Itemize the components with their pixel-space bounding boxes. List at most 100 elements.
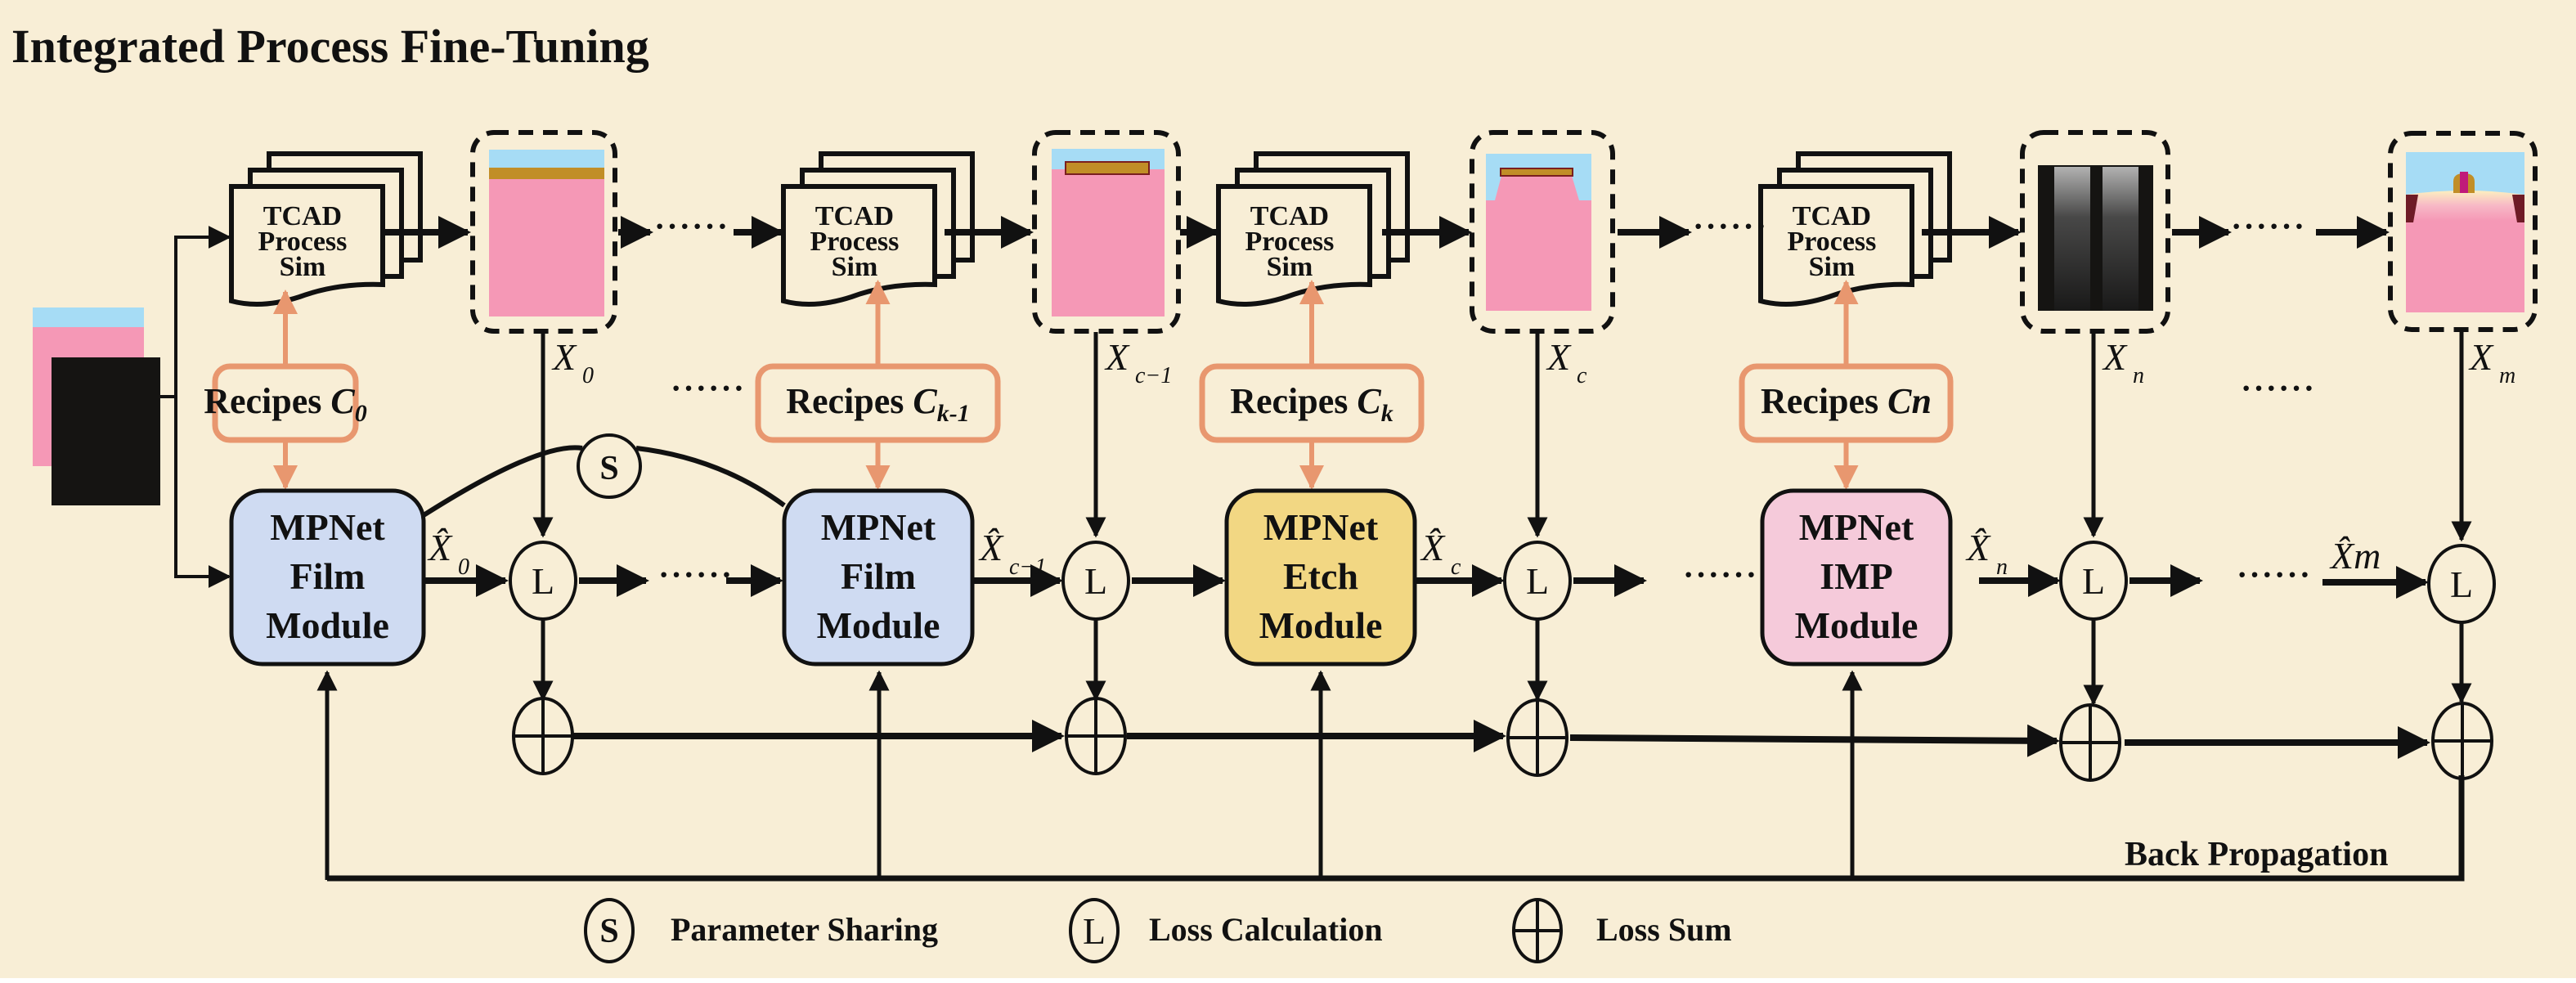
pred-label-1: X̂c−1 [978, 527, 1046, 580]
legend-item-parameter-sharing: S Parameter Sharing [584, 898, 938, 963]
ellipsis-mid-2: ······ [2241, 370, 2316, 406]
loss-sum-node-3 [2059, 703, 2121, 782]
svg-text:m: m [2499, 363, 2515, 388]
sim-label: TCAD [1793, 201, 1871, 231]
svg-text:c−1: c−1 [1135, 363, 1172, 388]
svg-text:X: X [2102, 336, 2128, 378]
module-label: IMP [1820, 555, 1892, 597]
svg-text:X: X [2468, 336, 2494, 378]
svg-text:X: X [551, 336, 577, 378]
recipe-label: Recipes Ck [1230, 381, 1393, 427]
pred-label-xm: X̂m [2329, 535, 2381, 577]
parameter-sharing-node: S [577, 433, 642, 499]
frame-xc [1470, 130, 1615, 334]
frame-x0 [470, 130, 617, 334]
loss-sum-node-0 [512, 697, 574, 775]
module-label: Module [1795, 604, 1919, 646]
page-title: Integrated Process Fine-Tuning [11, 20, 649, 73]
sim-label: Process [1788, 227, 1877, 257]
svg-text:0: 0 [458, 554, 469, 580]
pred-label-0: X̂0 [427, 527, 469, 580]
ellipsis-top-1: ······ [654, 208, 729, 245]
recipe-label: Recipes Ck-1 [786, 381, 970, 427]
sim-label: Process [1245, 227, 1335, 257]
sim-label: Sim [1809, 252, 1856, 282]
legend-item-loss-sum: Loss Sum [1512, 898, 1732, 963]
ellipsis-mid-row-2: ······ [1683, 556, 1758, 593]
sim-label: Sim [280, 252, 326, 282]
loss-symbol-icon [1069, 898, 1120, 963]
recipe-box-2: Recipes Ck [1199, 280, 1425, 490]
module-label: Module [266, 604, 389, 646]
svg-text:n: n [1996, 554, 2008, 580]
svg-text:c: c [1451, 554, 1461, 580]
module-label: Film [290, 555, 366, 597]
share-symbol-icon [584, 898, 635, 963]
svg-text:0: 0 [582, 363, 594, 388]
recipe-label: Recipes C0 [204, 381, 367, 427]
pred-label-3: X̂n [1965, 527, 2008, 580]
module-label: MPNet [270, 506, 385, 548]
sim-label: TCAD [263, 201, 342, 231]
sim-label: TCAD [1250, 201, 1329, 231]
input-to-sim-arrow [160, 226, 231, 398]
sum-symbol-icon [1512, 898, 1563, 963]
svg-text:c: c [1577, 363, 1587, 388]
module-label: Module [817, 604, 940, 646]
legend: S Parameter Sharing L Loss Calculation L… [584, 898, 1732, 963]
ellipsis-mid-row-1: ······ [658, 556, 734, 593]
svg-text:X̂: X̂ [427, 527, 453, 568]
back-propagation-label: Back Propagation [2125, 836, 2388, 873]
svg-text:L: L [532, 560, 554, 602]
module-label: MPNet [1263, 506, 1379, 548]
svg-text:L: L [2450, 563, 2473, 605]
svg-text:L: L [2082, 560, 2105, 602]
input-structure [33, 307, 160, 505]
recipe-box-0: Recipes C0 [204, 290, 367, 490]
ellipsis-mid-row-3: ······ [2237, 556, 2312, 593]
svg-text:S: S [599, 450, 618, 487]
svg-text:X̂: X̂ [1965, 527, 1991, 568]
sim-label: Process [810, 227, 900, 257]
input-dark-map [52, 357, 160, 505]
sim-label: Sim [832, 252, 878, 282]
svg-text:S: S [599, 913, 618, 950]
svg-text:X̂: X̂ [1420, 527, 1446, 568]
loss-node-3: L [2059, 541, 2128, 621]
loss-node-4: L [2427, 544, 2496, 624]
back-propagation-line [327, 775, 2465, 882]
pred-label-2: X̂c [1420, 527, 1461, 580]
frame-xm [2388, 131, 2538, 332]
input-to-module-arrow [174, 397, 231, 588]
loss-node-0: L [509, 541, 577, 621]
module-label: Module [1259, 604, 1383, 646]
svg-text:X: X [1104, 336, 1130, 378]
module-label: MPNet [821, 506, 936, 548]
loss-node-2: L [1503, 541, 1572, 621]
svg-text:X: X [1546, 336, 1572, 378]
module-label: Film [841, 555, 916, 597]
loss-sum-node-1 [1065, 697, 1127, 775]
svg-text:c−1: c−1 [1009, 554, 1046, 580]
sim-label: TCAD [815, 201, 894, 231]
legend-label: Parameter Sharing [671, 911, 938, 948]
sim-label: Sim [1267, 252, 1313, 282]
module-label: MPNet [1799, 506, 1914, 548]
share-arc-left [422, 445, 583, 518]
ellipsis-mid-1: ······ [671, 370, 746, 406]
share-arc-right [635, 446, 786, 508]
recipe-box-3: Recipes Cn [1739, 280, 1954, 490]
frame-xc-1 [1032, 130, 1181, 334]
legend-item-loss-calculation: L Loss Calculation [1069, 898, 1383, 963]
ellipsis-top-3: ······ [2231, 208, 2306, 245]
